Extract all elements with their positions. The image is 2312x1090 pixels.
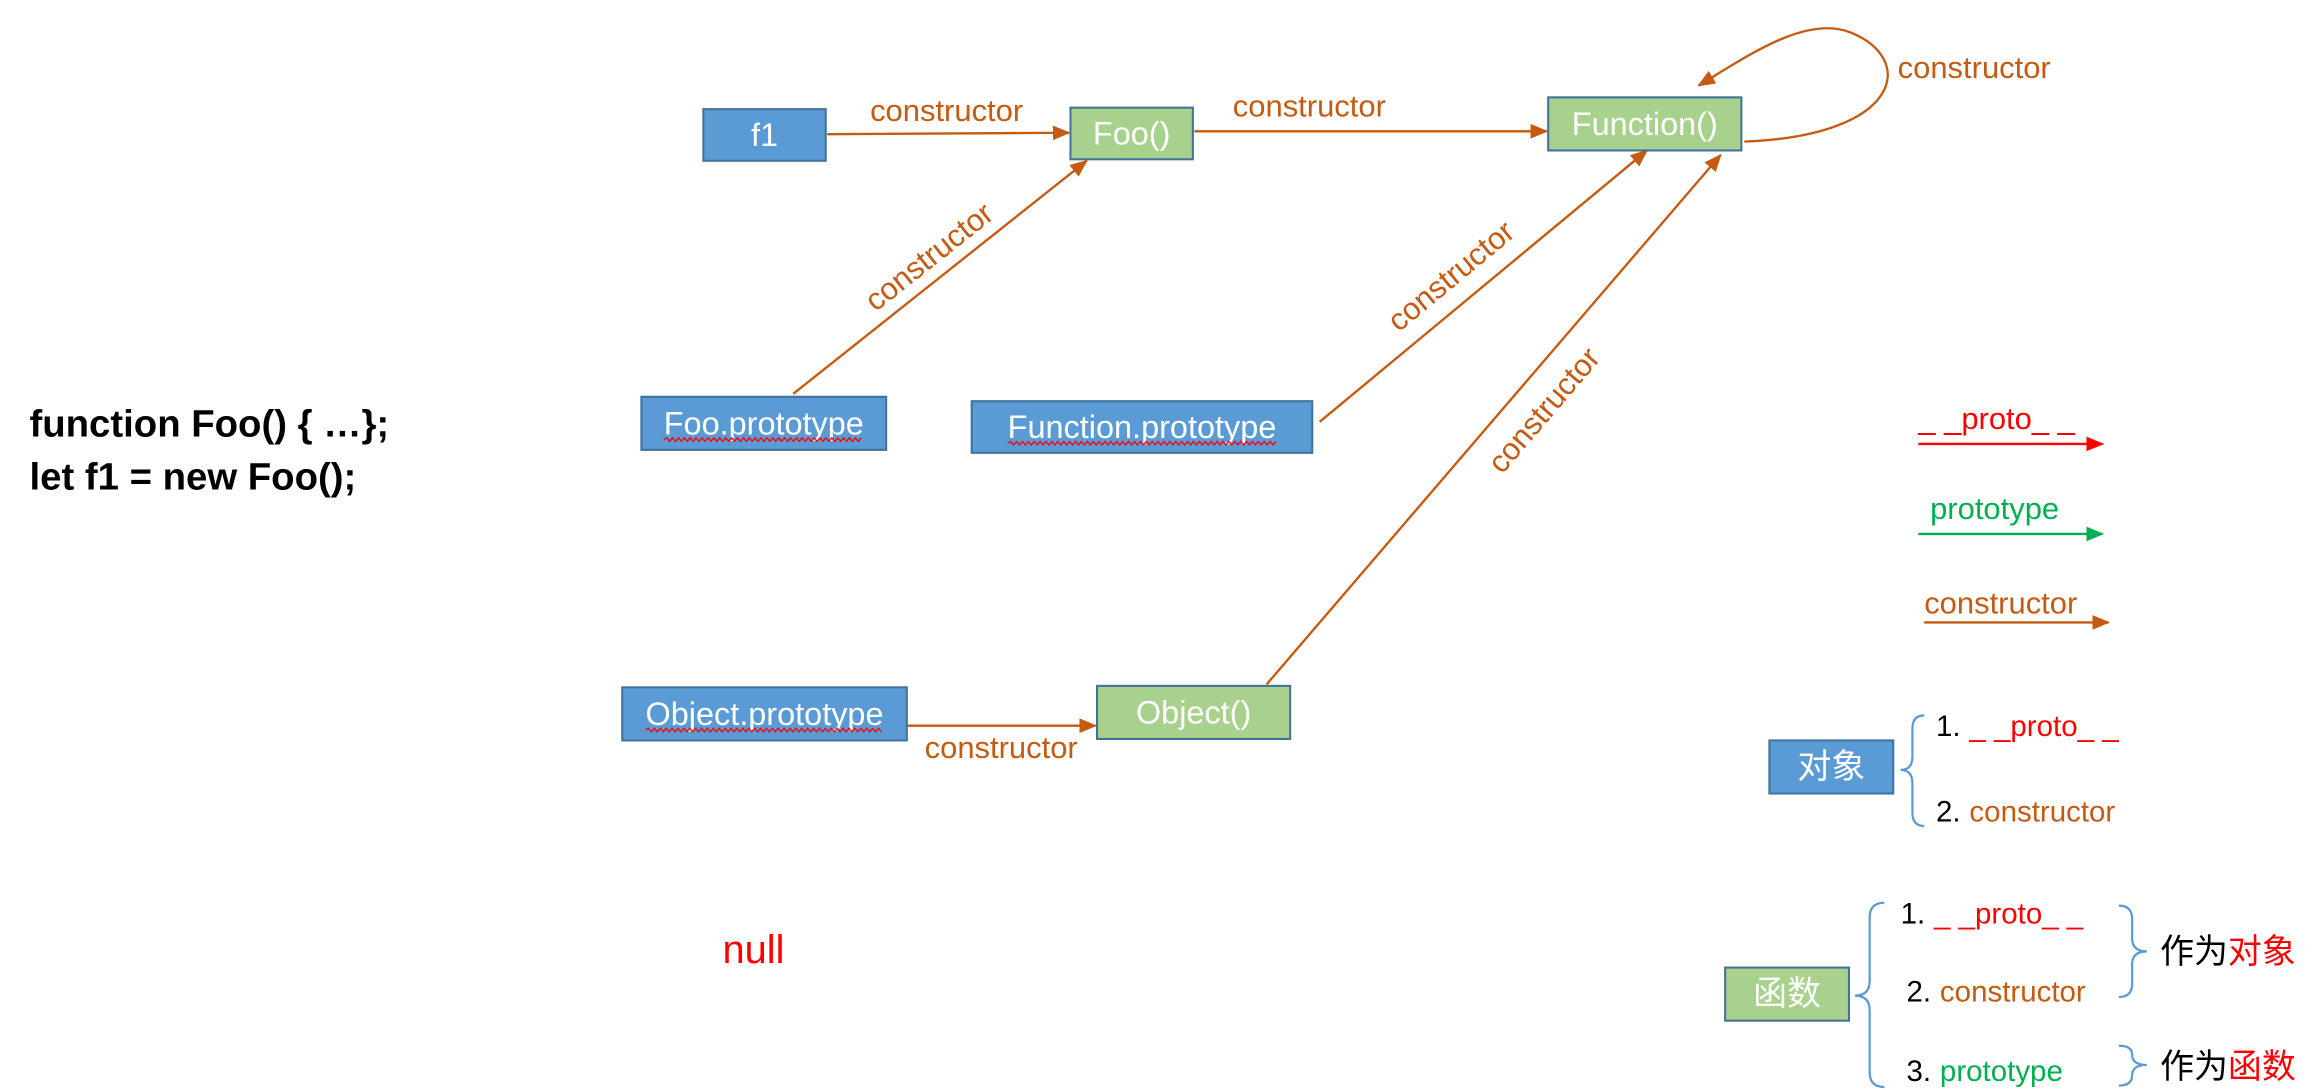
edge-label-foo-to-function: constructor	[1233, 89, 1386, 124]
as-function-prefix: 作为	[2160, 1048, 2228, 1086]
null-label: null	[723, 928, 785, 972]
legend: _ _proto_ _ prototype constructor	[1917, 401, 2110, 630]
as-function-note: 作为函数	[2160, 1048, 2296, 1086]
edge-label-object-prototype-to-object: constructor	[925, 730, 1078, 765]
node-object-box	[1095, 684, 1292, 740]
as-object-note: 作为对象	[2160, 933, 2296, 971]
edge-function-self-loop	[1697, 27, 1889, 143]
object-item-1: 1._ _proto_ _	[1936, 710, 2119, 743]
legend-prototype-label: prototype	[1930, 491, 2059, 526]
edge-foo-prototype-to-foo	[792, 159, 1088, 395]
node-function-box	[1547, 96, 1743, 152]
as-object-emphasis: 对象	[2228, 933, 2296, 971]
function-item-1-number: 1.	[1901, 897, 1926, 930]
function-box-label: 函数	[1753, 975, 1821, 1013]
object-box-label: 对象	[1797, 748, 1865, 786]
legend-proto-label: _ _proto_ _	[1917, 401, 2075, 436]
node-object-prototype: Object.prototype	[621, 686, 908, 742]
node-function-prototype-label: Function.prototype	[1008, 409, 1277, 445]
function-item-1-text: _ _proto_ _	[1933, 897, 2084, 930]
function-left-brace	[1854, 901, 1885, 1089]
edge-function-prototype-to-function	[1318, 149, 1649, 423]
function-item-3: 3.prototype	[1907, 1055, 2063, 1088]
as-function-right-brace	[2118, 1044, 2147, 1087]
object-item-2-number: 2.	[1936, 796, 1961, 829]
function-item-2: 2.constructor	[1907, 975, 2086, 1008]
as-function-emphasis: 函数	[2228, 1048, 2296, 1086]
edge-label-f1-to-foo: constructor	[870, 93, 1023, 128]
node-foo-box	[1069, 106, 1194, 161]
node-f1-box	[702, 108, 827, 162]
node-object-label: Object()	[1136, 694, 1251, 730]
node-f1: f1	[702, 108, 827, 162]
node-object-prototype-label: Object.prototype	[646, 696, 884, 732]
function-box	[1724, 966, 1851, 1022]
legend-constructor-label: constructor	[1924, 586, 2077, 621]
node-foo: Foo()	[1069, 106, 1194, 161]
code-line-1: function Foo() { …};	[29, 403, 389, 446]
spellcheck-underline	[663, 436, 862, 443]
node-function-prototype: Function.prototype	[970, 400, 1314, 454]
function-item-3-text: prototype	[1940, 1055, 2063, 1088]
function-item-1: 1._ _proto_ _	[1901, 897, 2084, 930]
node-object: Object()	[1095, 684, 1292, 740]
legend-proto: _ _proto_ _	[1917, 401, 2105, 452]
as-object-right-brace	[2118, 904, 2147, 999]
function-item-2-text: constructor	[1940, 975, 2086, 1008]
object-box	[1768, 739, 1895, 795]
legend-constructor: constructor	[1924, 586, 2110, 630]
object-item-1-number: 1.	[1936, 710, 1961, 743]
object-left-brace	[1900, 714, 1925, 828]
function-section: 函数 1._ _proto_ _ 2.constructor 3.prototy…	[1724, 897, 2296, 1089]
node-foo-prototype: Foo.prototype	[640, 395, 888, 451]
function-item-2-number: 2.	[1907, 975, 1932, 1008]
object-item-2: 2.constructor	[1936, 796, 2115, 829]
object-section: 对象 1._ _proto_ _ 2.constructor	[1768, 710, 2119, 829]
node-f1-label: f1	[751, 117, 778, 153]
node-function-label: Function()	[1572, 106, 1718, 142]
node-foo-label: Foo()	[1093, 115, 1170, 151]
as-object-prefix: 作为	[2160, 933, 2228, 971]
edge-f1-to-foo	[827, 125, 1071, 141]
code-snippet: function Foo() { …}; let f1 = new Foo();	[29, 403, 389, 499]
object-item-2-text: constructor	[1969, 796, 2115, 829]
object-item-1-text: _ _proto_ _	[1968, 710, 2119, 743]
legend-prototype: prototype	[1918, 491, 2105, 542]
edge-label-foo-prototype-to-foo: constructor	[858, 195, 1000, 318]
edge-label-function-self-loop: constructor	[1898, 50, 2051, 85]
spellcheck-underline	[1007, 440, 1277, 447]
edge-object-to-function	[1265, 153, 1722, 686]
node-foo-prototype-label: Foo.prototype	[664, 405, 864, 441]
function-item-3-number: 3.	[1907, 1055, 1932, 1088]
edge-label-function-prototype-to-function: constructor	[1381, 214, 1521, 339]
edges: constructor constructor constructor cons…	[792, 27, 2051, 765]
node-function: Function()	[1547, 96, 1743, 152]
code-line-2: let f1 = new Foo();	[29, 456, 356, 499]
spellcheck-underline	[645, 727, 882, 733]
